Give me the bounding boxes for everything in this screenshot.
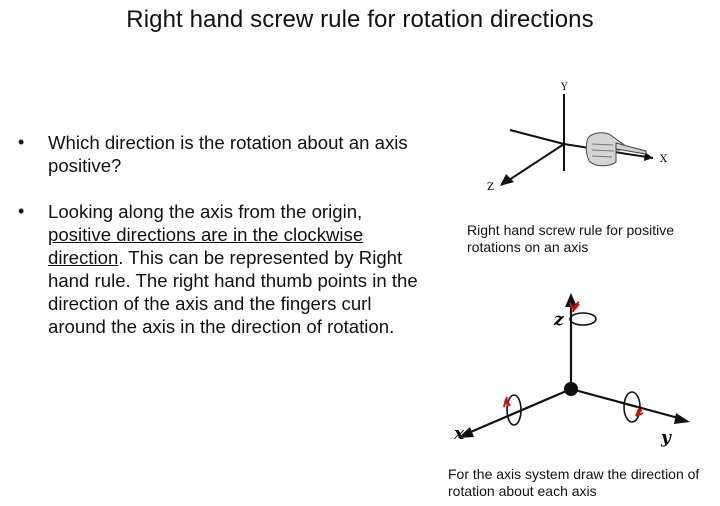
origin-dot — [564, 382, 578, 396]
y-axis-line — [570, 387, 683, 421]
rotation-arrow-z — [569, 301, 597, 326]
right-hand-icon — [585, 132, 647, 167]
bullet-text-rest: . This can be represented by Right hand … — [48, 247, 418, 337]
axis-label-x: X — [660, 154, 668, 165]
rotation-axes-figure: z x y — [453, 293, 690, 448]
bullet-dot: • — [18, 132, 25, 152]
axis-label-x: x — [453, 424, 465, 444]
back-axis-line — [509, 129, 565, 145]
rotation-arrow-x — [503, 394, 522, 426]
axis-label-z: Z — [487, 182, 494, 193]
axis-label-y: Y — [560, 82, 568, 93]
axis-label-y: y — [660, 428, 672, 448]
right-hand-axes-figure: Y X Z — [487, 82, 668, 193]
bullet-text-underlined: positive directions are in the clockwise… — [48, 224, 364, 268]
axis-label-z: z — [553, 310, 564, 330]
slide-title: Right hand screw rule for rotation direc… — [126, 6, 594, 33]
x-axis-arrowhead — [458, 427, 474, 438]
bullet-item-explanation: • Looking along the axis from the origin… — [18, 200, 418, 338]
z-axis-arrowhead — [500, 174, 514, 186]
bullet-text-lead: Looking along the axis from the origin, — [48, 201, 363, 222]
bullet-item-question: • Which direction is the rotation about … — [18, 131, 418, 177]
bullet-text: Which direction is the rotation about an… — [48, 132, 408, 176]
bullet-list: • Which direction is the rotation about … — [18, 131, 418, 361]
z-axis-arrowhead — [565, 293, 577, 307]
figure-caption-bottom: For the axis system draw the direction o… — [448, 466, 700, 499]
figure-caption-top: Right hand screw rule for positive rotat… — [467, 222, 674, 255]
rotation-arrow-y — [623, 391, 644, 423]
x-axis-line — [465, 387, 572, 436]
z-axis-line — [505, 143, 565, 183]
bullet-dot: • — [18, 201, 25, 221]
y-axis-arrowhead — [674, 413, 690, 424]
